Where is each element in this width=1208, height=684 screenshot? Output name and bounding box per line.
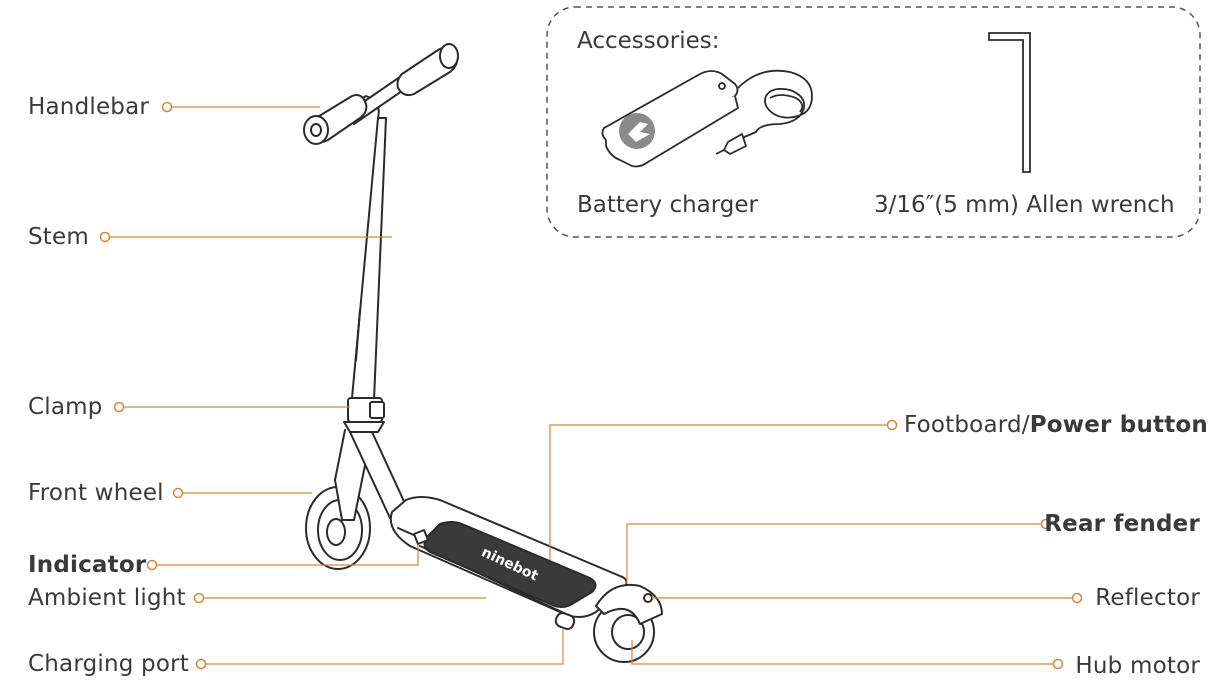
label-ambient-light: Ambient light	[28, 585, 186, 611]
accessories-box	[546, 6, 1201, 238]
leader-footboard	[549, 424, 887, 560]
leader-dots	[99, 101, 1083, 670]
leader-charging-port	[206, 628, 564, 665]
label-indicator: Indicator	[28, 552, 147, 578]
accessories-title: Accessories:	[577, 28, 720, 54]
label-power-button: Power button	[1029, 412, 1208, 438]
allen-wrench-illustration	[988, 32, 1031, 173]
label-handlebar: Handlebar	[28, 94, 150, 120]
label-clamp: Clamp	[28, 394, 103, 420]
leader-hub-motor	[631, 640, 1053, 665]
label-reflector: Reflector	[1095, 585, 1200, 611]
scooter-illustration	[303, 43, 663, 663]
label-rear-fender: Rear fender	[1044, 511, 1200, 537]
label-front-wheel: Front wheel	[28, 480, 164, 506]
allen-wrench-label: 3/16″(5 mm) Allen wrench	[874, 192, 1175, 218]
leader-indicator	[157, 545, 419, 566]
label-stem: Stem	[28, 224, 89, 250]
leader-lines	[110, 106, 1072, 665]
leader-rear-fender	[626, 523, 1041, 584]
battery-charger-label: Battery charger	[577, 192, 759, 218]
label-footboard: Footboard/	[904, 412, 1030, 438]
label-footboard-power: Footboard/Power button	[904, 411, 1208, 439]
label-charging-port: Charging port	[28, 651, 190, 677]
battery-charger-illustration	[601, 69, 813, 168]
label-hub-motor: Hub motor	[1075, 653, 1200, 679]
